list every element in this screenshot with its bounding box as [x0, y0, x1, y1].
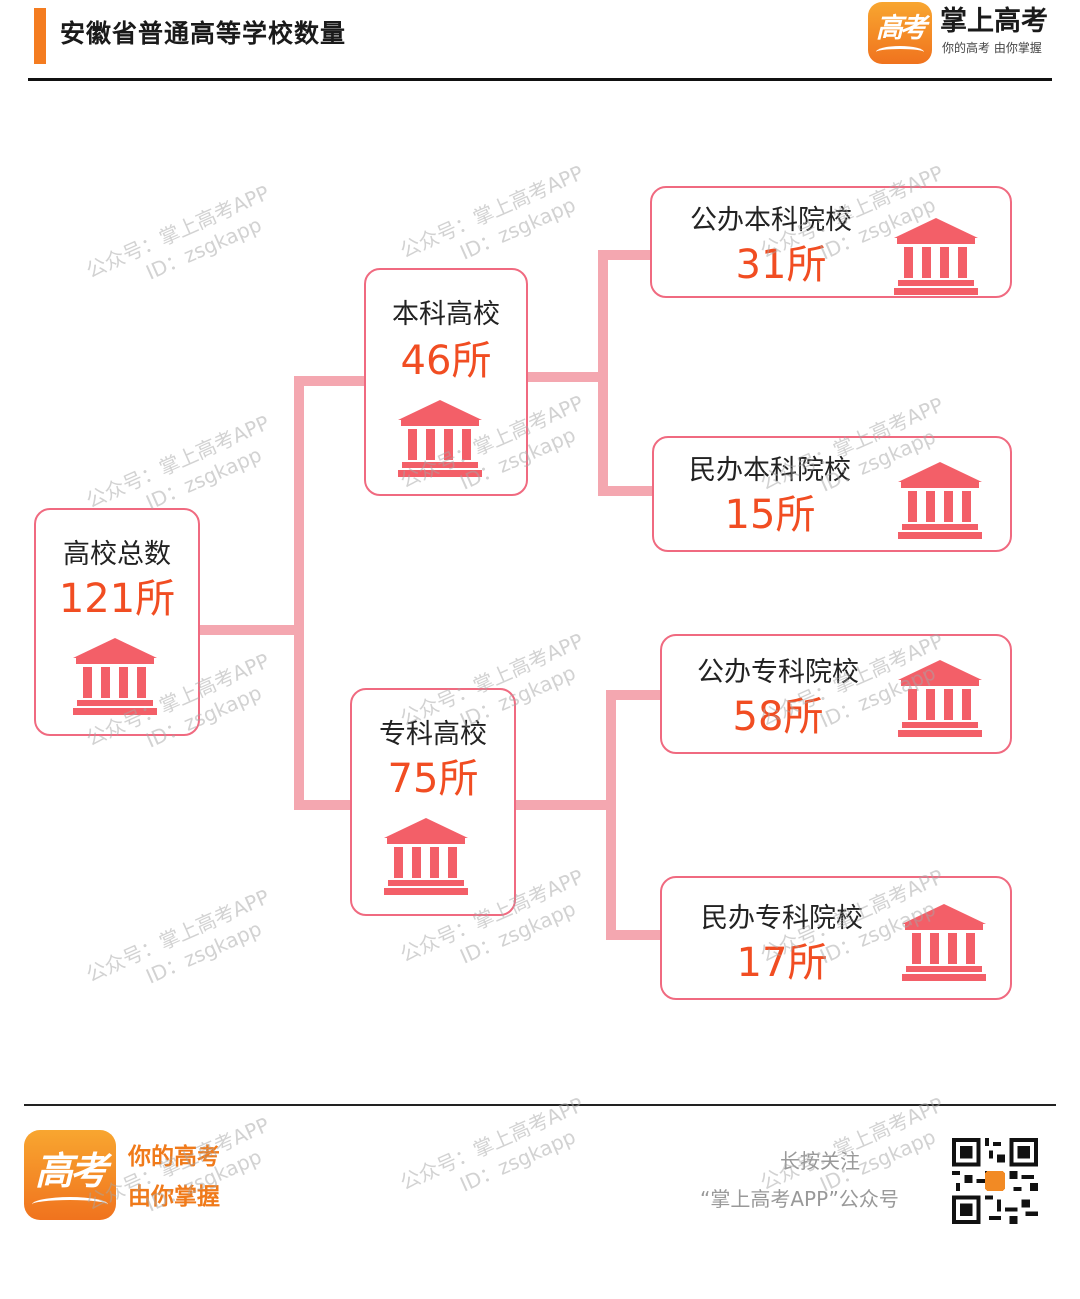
- node-label: 民办专科院校: [701, 903, 863, 934]
- node-value: 121所: [58, 576, 176, 622]
- footer-logo-text: 高考: [34, 1148, 108, 1193]
- node-bachelor-universities: 本科高校 46所: [364, 268, 528, 496]
- node-value: 58所: [732, 694, 824, 740]
- school-building-icon: [384, 818, 468, 896]
- slogan-line1: 你的高考: [128, 1144, 220, 1170]
- node-label: 本科高校: [392, 299, 500, 330]
- school-building-icon: [398, 400, 482, 478]
- footer-logo: 高考: [24, 1130, 116, 1220]
- connector-junior-out: [514, 800, 616, 810]
- node-label: 民办本科院校: [689, 455, 851, 486]
- node-value: 17所: [736, 940, 828, 986]
- connector-level1-vertical: [294, 376, 304, 810]
- page-title: 安徽省普通高等学校数量: [60, 19, 347, 48]
- school-building-icon: [73, 638, 157, 716]
- brand-tagline: 你的高考 由你掌握: [942, 41, 1042, 55]
- slogan-line2: 由你掌握: [128, 1184, 220, 1210]
- node-junior-colleges: 专科高校 75所: [350, 688, 516, 916]
- node-label: 专科高校: [379, 719, 487, 750]
- connector-to-private-junior: [606, 930, 664, 940]
- connector-to-public-junior: [606, 690, 664, 700]
- node-label: 公办专科院校: [697, 657, 859, 688]
- node-value: 15所: [724, 492, 816, 538]
- book-icon: [876, 46, 924, 58]
- brand-logo: 高考: [868, 2, 932, 64]
- node-private-bachelor: 民办本科院校 15所: [652, 436, 1012, 552]
- follow-line1: 长按关注: [780, 1149, 860, 1173]
- connector-root: [198, 625, 298, 635]
- node-label: 公办本科院校: [690, 205, 852, 236]
- title-accent-bar: [34, 8, 46, 64]
- school-building-icon: [902, 904, 986, 982]
- connector-bachelor-vertical: [598, 250, 608, 496]
- node-value: 46所: [400, 338, 492, 384]
- connector-to-junior: [294, 800, 352, 810]
- node-public-junior: 公办专科院校 58所: [660, 634, 1012, 754]
- qr-code[interactable]: [952, 1138, 1038, 1224]
- connector-to-bachelor: [294, 376, 366, 386]
- node-value: 75所: [387, 756, 479, 802]
- connector-junior-vertical: [606, 690, 616, 940]
- node-private-junior: 民办专科院校 17所: [660, 876, 1012, 1000]
- node-total-universities: 高校总数 121所: [34, 508, 200, 736]
- school-building-icon: [894, 218, 978, 296]
- connector-to-public-bachelor: [598, 250, 652, 260]
- school-building-icon: [898, 462, 982, 540]
- node-label: 高校总数: [63, 539, 171, 570]
- brand-name: 掌上高考: [940, 6, 1048, 37]
- node-public-bachelor: 公办本科院校 31所: [650, 186, 1012, 298]
- follow-line2: “掌上高考APP”公众号: [700, 1187, 899, 1211]
- connector-bachelor-out: [526, 372, 608, 382]
- node-value: 31所: [735, 242, 827, 288]
- brand-logo-text: 高考: [876, 13, 927, 44]
- connector-to-private-bachelor: [598, 486, 656, 496]
- footer-divider: [24, 1104, 1056, 1106]
- school-building-icon: [898, 660, 982, 738]
- book-icon: [32, 1197, 108, 1212]
- header-divider: [28, 78, 1052, 81]
